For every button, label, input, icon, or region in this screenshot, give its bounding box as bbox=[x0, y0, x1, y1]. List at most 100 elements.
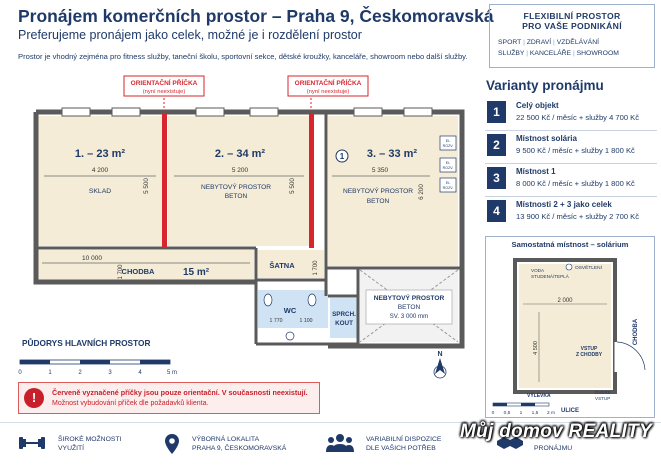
notice-line-2: Možnost vybudování příček dle požadavků … bbox=[52, 400, 209, 407]
feature-2-l1: VÝBORNÁ LOKALITA bbox=[192, 436, 260, 443]
feature-2-l2: PRAHA 9, ČESKOMORAVSKÁ bbox=[192, 445, 287, 452]
room2-floor bbox=[168, 116, 310, 246]
dumbbell-icon bbox=[19, 437, 45, 449]
variant-price: 22 500 Kč / měsíc + služby 4 700 Kč bbox=[516, 113, 640, 122]
partition-2 bbox=[309, 114, 314, 248]
feature-1: ŠIROKÉ MOŽNOSTI VYUŽITÍ bbox=[58, 435, 121, 453]
chodba-label: CHODBA bbox=[633, 318, 639, 345]
variant-item: 2 Místnost solária 9 500 Kč / měsíc + sl… bbox=[485, 131, 657, 164]
vstup-l2: Z CHODBY bbox=[576, 352, 603, 358]
voda-l2: STUDENÁ/TEPLÁ bbox=[531, 273, 570, 279]
beton-room-l2: BETON bbox=[398, 304, 421, 311]
svg-text:0: 0 bbox=[492, 410, 495, 416]
room2-width: 5 200 bbox=[232, 167, 249, 174]
partition-label-1 bbox=[123, 75, 205, 97]
beton-room-l3: SV. 3 000 mm bbox=[390, 313, 429, 320]
toilet-icon bbox=[307, 293, 317, 307]
room3-use-l2: BETON bbox=[367, 198, 390, 205]
ulice-label: ULICE bbox=[561, 408, 579, 414]
dvere-l1: DVEŘE bbox=[595, 388, 611, 395]
room2-use-l1: NEBYTOVÝ PROSTOR bbox=[201, 182, 271, 191]
satna-name: ŠATNA bbox=[269, 261, 295, 270]
outer-wall-right bbox=[36, 109, 465, 349]
room2-depth: 5 500 bbox=[289, 178, 296, 194]
tag: SHOWROOM bbox=[576, 50, 619, 57]
corridor-area: 15 m² bbox=[183, 267, 210, 278]
corridor-length: 10 000 bbox=[82, 255, 102, 262]
wc-dim1: 1 770 bbox=[270, 318, 283, 324]
feature-3-l2: DLE VAŠICH POTŘEB bbox=[366, 445, 436, 452]
osvetleni: OSVĚTLENÍ bbox=[575, 263, 603, 271]
notice-line-1: Červeně vyznačené příčky jsou pouze orie… bbox=[52, 388, 308, 397]
partition-label-2 bbox=[287, 75, 369, 97]
svg-text:4: 4 bbox=[138, 370, 142, 376]
vstup-l1: VSTUP bbox=[581, 346, 598, 352]
solarium-scale-bar: 0 0,5 1 1,5 2 m bbox=[492, 402, 555, 416]
solarium-plan-frame bbox=[485, 236, 655, 418]
flexible-space-box: FLEXIBILNÍ PROSTOR PRO VAŠE PODNIKÁNÍ SP… bbox=[489, 4, 655, 68]
shower-l1: SPRCH. bbox=[332, 311, 356, 318]
variant-price: 9 500 Kč / měsíc + služby 1 800 Kč bbox=[516, 146, 635, 155]
svg-text:2 m: 2 m bbox=[547, 410, 555, 416]
tag: SLUŽBY bbox=[498, 50, 525, 57]
sink-icon bbox=[285, 331, 295, 341]
solarium-depth: 4 500 bbox=[533, 341, 539, 355]
svg-text:1: 1 bbox=[520, 410, 523, 416]
svg-text:ROZV.: ROZV. bbox=[443, 186, 454, 190]
variant-name: Místnost 1 bbox=[516, 167, 556, 176]
svg-text:N: N bbox=[437, 351, 442, 358]
door-swing-icon bbox=[616, 341, 646, 371]
handshake-icon bbox=[497, 437, 523, 449]
room1-width: 4 200 bbox=[92, 167, 109, 174]
variants-title: Varianty pronájmu bbox=[486, 78, 604, 93]
satna-floor bbox=[258, 250, 324, 278]
corridor-floor bbox=[38, 250, 254, 280]
partition-label-2-l1: ORIENTAČNÍ PŘÍČKA bbox=[295, 78, 362, 87]
room1-depth: 5 500 bbox=[143, 178, 150, 194]
room3-use-l1: NEBYTOVÝ PROSTOR bbox=[343, 186, 413, 195]
tag: KANCELÁŘE bbox=[529, 50, 572, 57]
warning-icon: ! bbox=[24, 388, 44, 408]
variant-name: Místnost solária bbox=[516, 134, 577, 143]
page-title: Pronájem komerčních prostor – Praha 9, Č… bbox=[18, 6, 494, 26]
svg-text:ROZV.: ROZV. bbox=[443, 144, 454, 148]
flex-tags: SPORT | ZDRAVÍ | VZDĚLÁVÁNÍ SLUŽBY | KAN… bbox=[498, 39, 619, 57]
svg-text:2: 2 bbox=[78, 370, 82, 376]
feature-2: VÝBORNÁ LOKALITA PRAHA 9, ČESKOMORAVSKÁ bbox=[192, 435, 286, 453]
room3-width: 5 350 bbox=[372, 167, 389, 174]
north-arrow-icon: N bbox=[433, 351, 447, 379]
tag: SPORT bbox=[498, 39, 522, 46]
marker-icon bbox=[335, 149, 349, 163]
voda-l1: VODA bbox=[531, 268, 545, 273]
location-pin-icon bbox=[165, 434, 179, 454]
variants-list: 1 Celý objekt 22 500 Kč / měsíc + služby… bbox=[485, 98, 657, 230]
variant-number: 2 bbox=[487, 134, 506, 156]
plan-label: PŮDORYS HLAVNÍCH PROSTOR bbox=[22, 337, 150, 348]
partition-label-2-l2: (nyní neexistuje) bbox=[307, 89, 350, 95]
beton-room-l1: NEBYTOVÝ PROSTOR bbox=[374, 293, 445, 302]
variant-item: 4 Místnosti 2 + 3 jako celek 13 900 Kč /… bbox=[485, 197, 657, 230]
partition-1 bbox=[162, 114, 167, 248]
svg-text:3: 3 bbox=[108, 370, 112, 376]
svg-text:1: 1 bbox=[48, 370, 52, 376]
room3-name: 3. – 33 m² bbox=[367, 148, 417, 160]
flex-heading-2: PRO VAŠE PODNIKÁNÍ bbox=[522, 21, 622, 31]
tag: VZDĚLÁVÁNÍ bbox=[556, 39, 599, 46]
variant-price: 13 900 Kč / měsíc + služby 2 700 Kč bbox=[516, 212, 640, 221]
variant-price: 8 000 Kč / měsíc + služby 1 800 Kč bbox=[516, 179, 635, 188]
room3-depth: 6 200 bbox=[418, 184, 425, 200]
scale-bar: 0 1 2 3 4 5 m bbox=[18, 359, 177, 376]
people-icon bbox=[326, 434, 354, 452]
svg-text:1,5: 1,5 bbox=[532, 410, 539, 416]
dvere-l2: VSTUP bbox=[595, 396, 610, 401]
room1-floor bbox=[38, 116, 164, 246]
feature-1-l2: VYUŽITÍ bbox=[58, 445, 85, 452]
partition-notice bbox=[18, 382, 320, 414]
tag: ZDRAVÍ bbox=[526, 39, 552, 46]
partition-label-1-l2: (nyní neexistuje) bbox=[143, 89, 186, 95]
solarium-title: Samostatná místnost – solárium bbox=[511, 240, 629, 249]
room2-use-l2: BETON bbox=[225, 193, 248, 200]
solarium-width: 2 000 bbox=[557, 298, 573, 304]
toilet-icon bbox=[263, 293, 273, 307]
variant-name: Celý objekt bbox=[516, 101, 559, 110]
